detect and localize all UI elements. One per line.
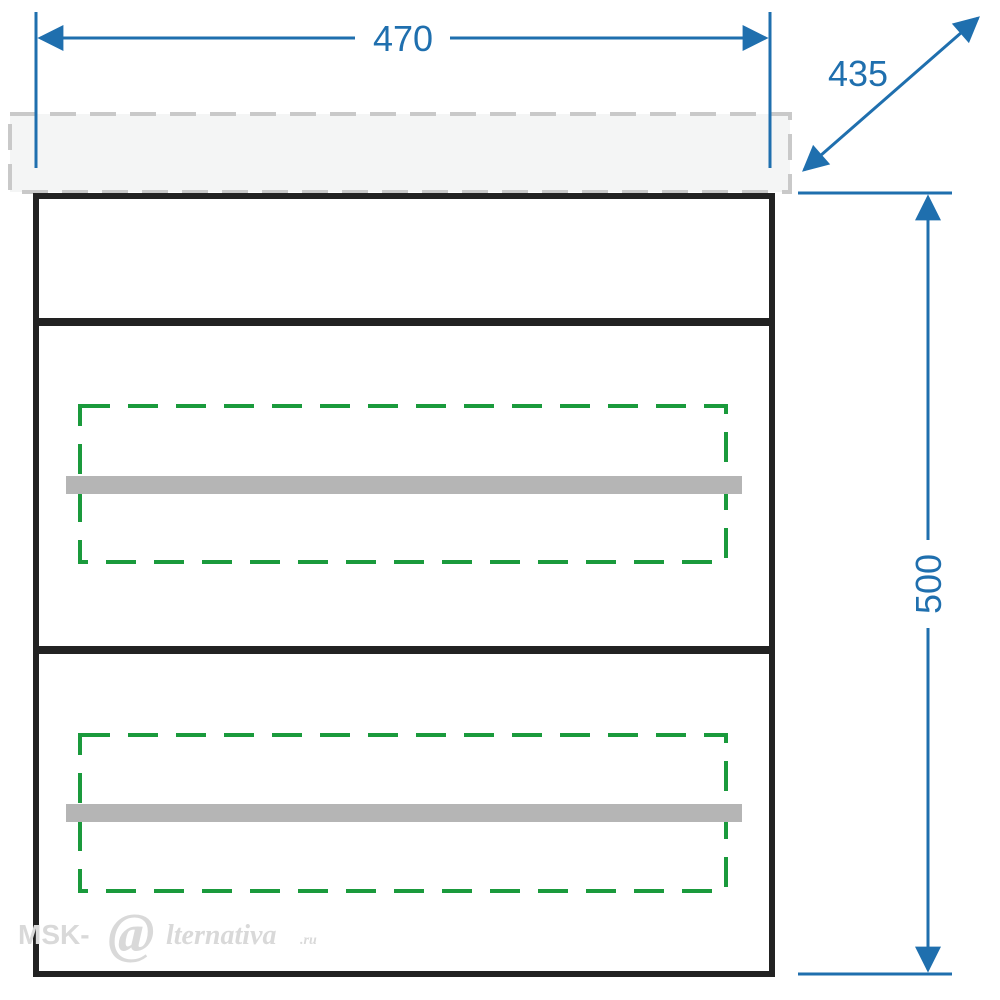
watermark-prefix: MSK-	[18, 919, 90, 950]
watermark-tld: .ru	[300, 933, 317, 948]
upper-drawer	[66, 404, 742, 564]
sink-top	[8, 112, 792, 194]
watermark-logo: MSK- @ lternativa .ru	[18, 903, 317, 965]
lower-drawer	[66, 733, 742, 893]
width-label: 470	[373, 18, 433, 59]
width-dimension: 470	[34, 12, 772, 168]
upper-drawer-handle	[66, 476, 742, 494]
watermark-suffix: lternativa	[166, 920, 276, 951]
height-label: 500	[908, 554, 949, 614]
depth-dimension: 435	[802, 16, 980, 172]
depth-label: 435	[828, 53, 888, 94]
lower-drawer-handle	[66, 804, 742, 822]
depth-arrow	[802, 16, 980, 172]
height-dimension: 500	[798, 191, 952, 976]
cabinet-body	[33, 193, 775, 977]
watermark-at-icon: @	[108, 903, 155, 965]
